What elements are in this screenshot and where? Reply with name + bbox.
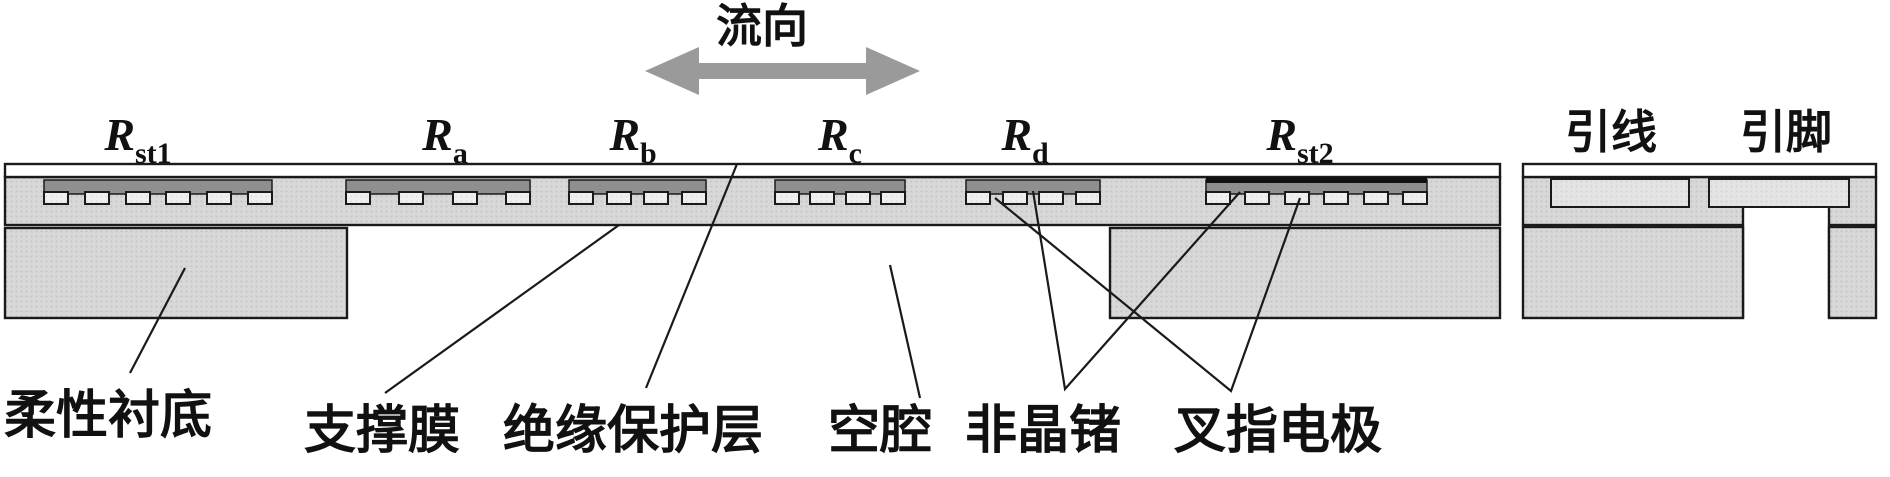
resistor-label-ra: Ra [421,109,468,170]
resistor-symbol: R [817,109,849,160]
leader-cavity [888,264,922,399]
leader-amorphous-germanium [1031,190,1241,392]
pin-column [1827,225,1878,320]
electrode-finger [681,191,707,205]
leader-support-membrane [384,224,620,394]
package-top-strip [1521,162,1878,179]
lead-wire-label: 引线 [1565,105,1657,159]
electrode-finger [505,191,531,205]
electrode-fingers-rb [568,191,707,205]
amorphous-germanium-strip-rc [774,179,906,195]
electrode-finger [845,191,871,205]
electrode-finger [165,191,191,205]
resistor-label-rb: Rb [608,109,656,170]
electrode-finger [1402,191,1428,205]
electrode-finger [1323,191,1349,205]
electrode-finger [206,191,232,205]
pin-label: 引脚 [1740,105,1832,159]
cavity-label: 空腔 [828,401,932,461]
electrode-finger [1244,191,1270,205]
resistor-subscript: d [1032,137,1049,170]
electrode-finger [965,191,991,205]
flexible-substrate-label: 柔性衬底 [4,386,212,446]
electrode-finger [774,191,800,205]
leader-interdigitated-electrodes [994,197,1302,393]
amorphous-germanium-label: 非晶锗 [965,401,1121,461]
resistor-symbol: R [421,109,453,160]
resistor-subscript: a [453,137,468,170]
package-body [1521,162,1878,320]
leader-flexible-substrate [129,267,186,374]
pin-notch [1743,206,1829,320]
insulating-protective-layer [3,162,1502,179]
resistor-symbol: R [1265,109,1297,160]
lead-wire-plate-right [1708,178,1850,208]
amorphous-germanium-strip-rst1 [43,179,273,195]
electrode-finger [880,191,906,205]
electrode-finger [84,191,110,205]
electrode-finger [1205,191,1231,205]
resistor-label-rd: Rd [1000,109,1049,170]
electrode-finger [809,191,835,205]
sensor-body [3,162,1502,320]
rst2-strip-cap-line [1206,177,1427,183]
cavity-gap [349,229,1108,317]
amorphous-germanium-strip-ra [345,179,531,195]
resistor-label-rc: Rc [817,109,862,170]
electrode-finger [125,191,151,205]
lead-wire-plate-left [1550,178,1690,208]
electrode-fingers-ra [345,191,531,205]
resistor-symbol: R [608,109,640,160]
flexible-substrate-left-block [3,226,349,320]
flow-direction-label: 流向 [716,0,808,53]
electrode-finger [606,191,632,205]
electrode-fingers-rst1 [43,191,273,205]
electrode-finger [1075,191,1101,205]
electrode-finger [1284,191,1310,205]
electrode-finger [1038,191,1064,205]
flexible-substrate-right-block [1108,226,1502,320]
resistor-label-rst1: Rst1 [103,109,171,170]
electrode-finger [643,191,669,205]
support-membrane-label: 支撑膜 [304,401,460,461]
resistor-symbol: R [1000,109,1032,160]
package-substrate-block [1521,225,1745,320]
electrode-finger [1002,191,1028,205]
resistor-subscript: b [640,137,657,170]
amorphous-germanium-strip-rb [568,179,707,195]
electrode-finger [345,191,371,205]
electrode-finger [398,191,424,205]
electrode-finger [568,191,594,205]
resistor-label-rst2: Rst2 [1265,109,1333,170]
interdigitated-electrodes-label: 叉指电极 [1174,401,1382,461]
electrode-finger [43,191,69,205]
leader-insulating-layer [644,163,739,389]
electrode-fingers-rst2 [1205,191,1428,205]
insulating-layer-label: 绝缘保护层 [503,401,763,461]
resistor-symbol: R [103,109,135,160]
electrode-finger [247,191,273,205]
electrode-fingers-rd [965,191,1101,205]
flow-direction-arrow-icon [645,47,920,95]
electrode-finger [1363,191,1389,205]
resistor-subscript: c [849,137,862,170]
electrode-finger [452,191,478,205]
electrode-fingers-rc [774,191,906,205]
